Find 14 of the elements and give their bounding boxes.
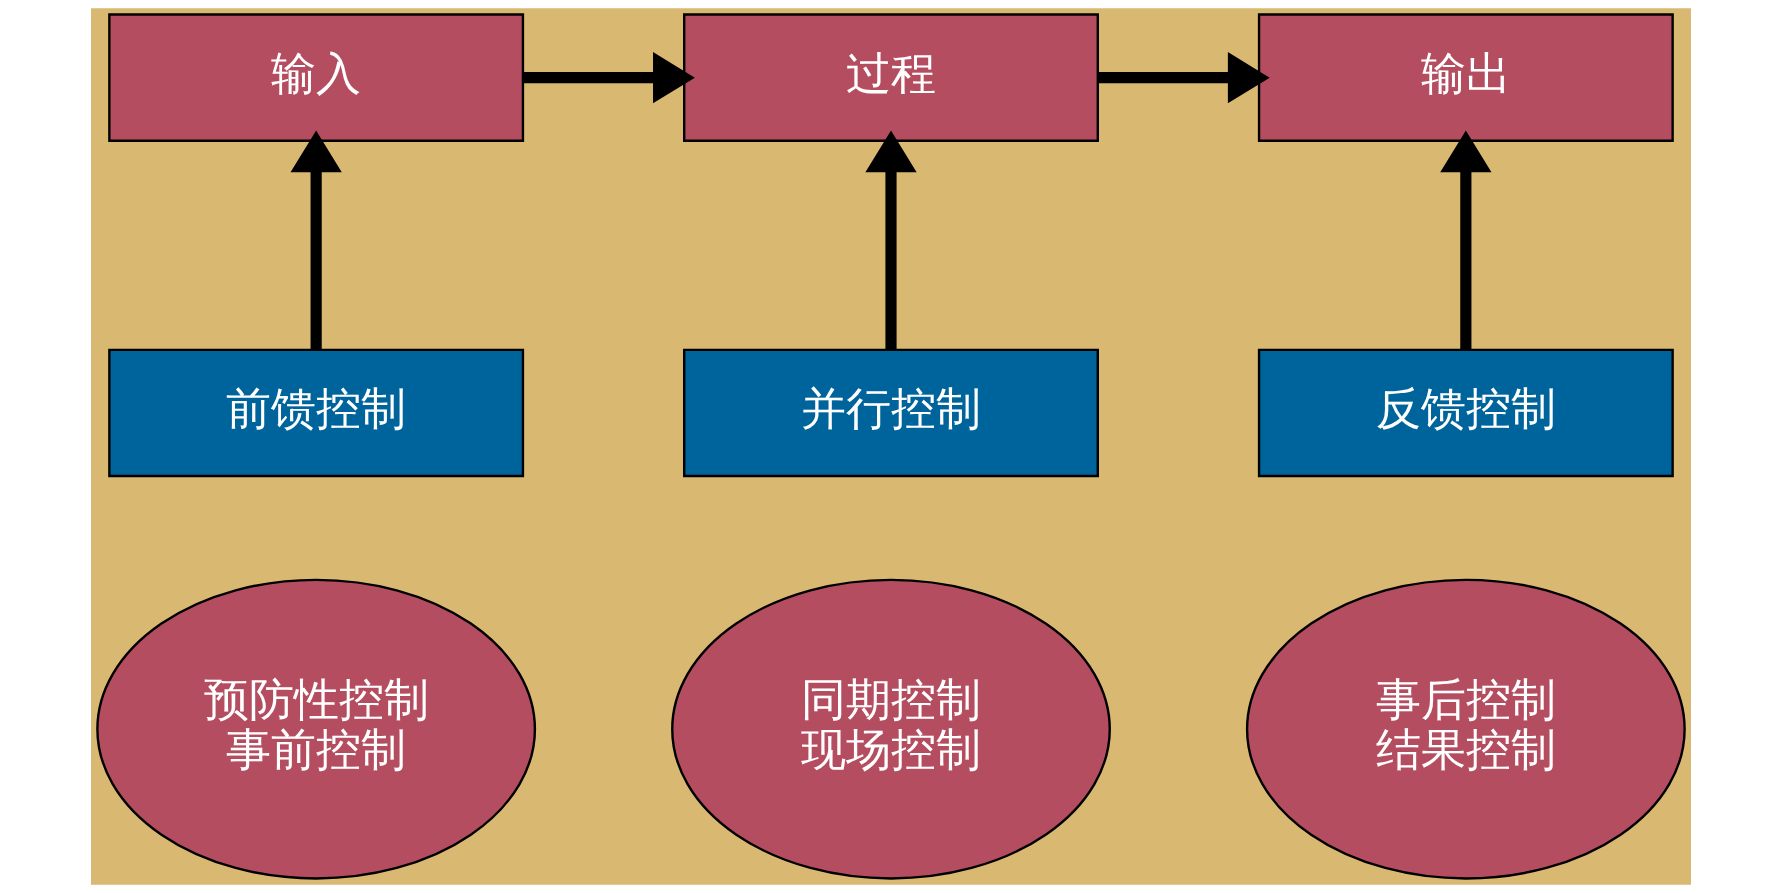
node-ellipse: 同期控制 现场控制 <box>670 578 1111 880</box>
node-box: 并行控制 <box>682 348 1099 478</box>
node-box: 过程 <box>682 13 1099 142</box>
arrow <box>864 130 917 350</box>
arrow <box>290 130 342 350</box>
node-box: 前馈控制 <box>107 348 524 478</box>
node-ellipse: 预防性控制 事前控制 <box>95 578 536 880</box>
node-box: 反馈控制 <box>1257 348 1674 478</box>
arrow <box>1097 52 1270 104</box>
node-box: 输出 <box>1257 13 1674 142</box>
node-box: 输入 <box>107 13 524 142</box>
arrow <box>522 52 695 104</box>
node-ellipse: 事后控制 结果控制 <box>1245 578 1686 880</box>
arrow <box>1439 130 1491 350</box>
